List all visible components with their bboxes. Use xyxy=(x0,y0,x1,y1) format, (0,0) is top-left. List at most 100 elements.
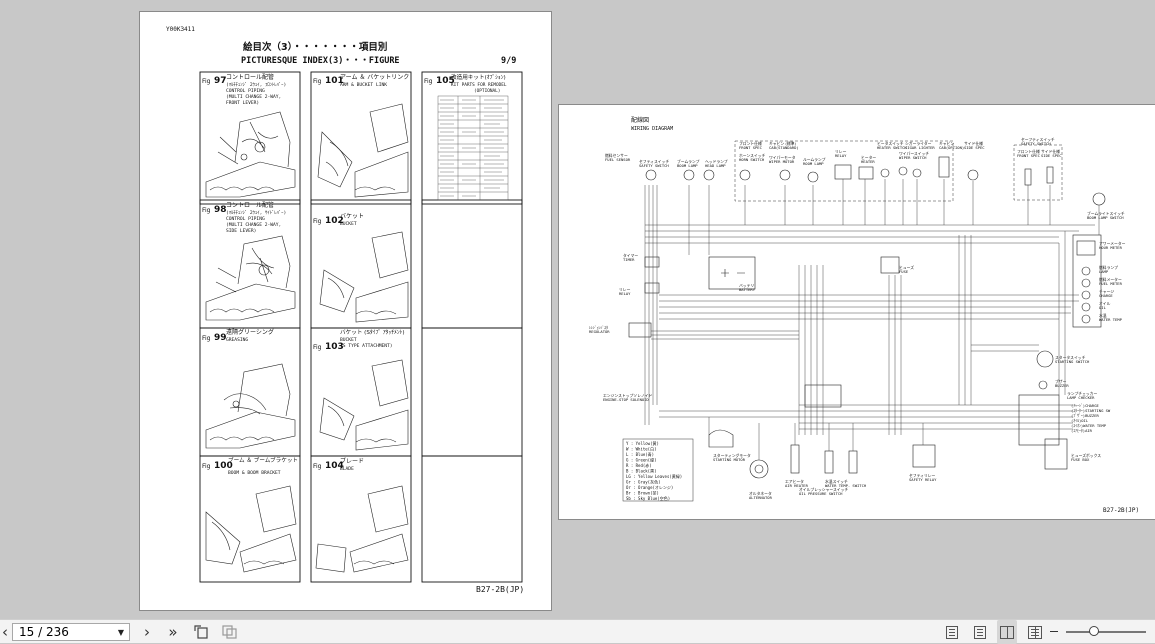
svg-text:Fig: Fig xyxy=(424,78,433,85)
figure-103[interactable]: Fig 103 バケット (Sﾀｲﾌﾟ ｱﾀｯﾁﾒﾝﾄ) BUCKET (S T… xyxy=(313,329,405,352)
kit-parts-table-drawing xyxy=(437,95,509,201)
figure-97[interactable]: Fig 97 コントロール配管 (ﾏﾙﾁﾁｪﾝｼﾞ 2ｳｪｲ, ﾌﾛﾝﾄﾚﾊﾞｰ… xyxy=(202,73,286,106)
svg-text:L : Blue(青): L : Blue(青) xyxy=(626,451,654,457)
svg-text:FUEL METER: FUEL METER xyxy=(1099,281,1123,286)
svg-text:(ｽﾀｰﾀｰ)STARTING SW: (ｽﾀｰﾀｰ)STARTING SW xyxy=(1071,408,1111,413)
prev-page-button[interactable]: ‹ xyxy=(0,620,10,644)
figure-104[interactable]: Fig 104 ブレード BLADE xyxy=(313,457,364,472)
svg-text:燃料メーター: 燃料メーター xyxy=(1099,277,1122,282)
svg-text:Fig: Fig xyxy=(202,335,211,342)
svg-text:BATTERY: BATTERY xyxy=(739,287,756,292)
svg-text:W : White(白): W : White(白) xyxy=(626,446,657,452)
svg-text:セフティリレー: セフティリレー xyxy=(909,473,936,478)
svg-text:タイマー: タイマー xyxy=(623,253,638,258)
svg-text:フロント仕様: フロント仕様 xyxy=(739,141,762,146)
svg-text:オイルプレッシャースイッチ: オイルプレッシャースイッチ xyxy=(799,487,848,492)
svg-text:アーム ＆ バケットリンク: アーム ＆ バケットリンク xyxy=(340,74,409,81)
svg-text:セフティスイッチ: セフティスイッチ xyxy=(639,159,669,164)
svg-text:HORN SWITCH: HORN SWITCH xyxy=(739,157,765,162)
svg-text:CIGAR LIGHTER: CIGAR LIGHTER xyxy=(905,145,935,150)
svg-text:Fig: Fig xyxy=(202,207,211,214)
svg-text:(ﾏﾙﾁﾁｪﾝｼﾞ 2ｳｪｲ, ｻｲﾄﾞﾚﾊﾞｰ): (ﾏﾙﾁﾁｪﾝｼﾞ 2ｳｪｲ, ｻｲﾄﾞﾚﾊﾞｰ) xyxy=(226,209,286,216)
svg-text:AIR HEATER: AIR HEATER xyxy=(785,483,809,488)
option-boxes xyxy=(734,140,1063,202)
svg-text:Fig: Fig xyxy=(313,344,322,351)
page-copy-icon xyxy=(222,625,237,639)
svg-text:100: 100 xyxy=(214,461,233,471)
continuous-view-button[interactable] xyxy=(971,620,989,644)
greasing-drawing xyxy=(205,363,296,449)
zoom-slider[interactable] xyxy=(1066,631,1146,633)
figure-101[interactable]: Fig 101 アーム ＆ バケットリンク ARM & BUCKET LINK xyxy=(313,74,409,88)
index-title-en: PICTURESQUE INDEX(3)・・・FIGURE xyxy=(241,56,400,66)
two-page-view-button[interactable] xyxy=(997,620,1017,644)
svg-text:コントロール配管: コントロール配管 xyxy=(226,201,274,209)
svg-text:GREASING: GREASING xyxy=(226,337,248,343)
svg-text:HEATER SWITCH: HEATER SWITCH xyxy=(877,145,907,150)
next-page-button[interactable]: › xyxy=(138,620,156,644)
doc-code: Y00K3411 xyxy=(166,26,195,33)
svg-text:ブレード: ブレード xyxy=(340,457,364,465)
svg-text:ルームランプ: ルームランプ xyxy=(803,157,826,162)
svg-text:Fig: Fig xyxy=(313,78,322,85)
svg-text:(ﾏﾙﾁﾁｪﾝｼﾞ 2ｳｪｲ, ﾌﾛﾝﾄﾚﾊﾞｰ): (ﾏﾙﾁﾁｪﾝｼﾞ 2ｳｪｲ, ﾌﾛﾝﾄﾚﾊﾞｰ) xyxy=(226,81,286,88)
svg-text:TIMER: TIMER xyxy=(623,257,635,262)
svg-text:セーフティスイッチ: セーフティスイッチ xyxy=(1021,137,1055,142)
page-wiring-diagram: 配線図 WIRING DIAGRAM 燃料センサー FUEL SENSOR セフ… xyxy=(558,104,1155,520)
svg-text:(ｽｲｵﾝ)WATER TEMP: (ｽｲｵﾝ)WATER TEMP xyxy=(1071,423,1107,428)
boom-bracket-drawing xyxy=(205,485,297,573)
figure-grid xyxy=(199,71,523,583)
last-page-button[interactable]: » xyxy=(163,620,183,644)
svg-text:REGULATOR: REGULATOR xyxy=(589,329,610,334)
document-viewport[interactable]: Y00K3411 絵目次（3）・・・・・・・項目別 PICTURESQUE IN… xyxy=(0,0,1155,619)
svg-text:FUSE BOX: FUSE BOX xyxy=(1071,457,1090,462)
figure-99[interactable]: Fig 99 遠隔グリーシング GREASING xyxy=(202,328,274,343)
svg-text:OIL: OIL xyxy=(1099,305,1107,310)
svg-text:Gr : Gray(灰色): Gr : Gray(灰色) xyxy=(626,479,661,485)
svg-text:フロント仕様: フロント仕様 xyxy=(1017,149,1040,154)
svg-text:FUEL SENSOR: FUEL SENSOR xyxy=(605,157,631,162)
single-page-view-button[interactable] xyxy=(943,620,961,644)
figure-105[interactable]: Fig 105 改造用キット(ｵﾌﾟｼｮﾝ) KIT PARTS FOR REM… xyxy=(424,73,507,94)
rotate-page-button[interactable] xyxy=(192,620,212,644)
svg-text:BUZZER: BUZZER xyxy=(1055,383,1069,388)
page-number-select[interactable]: 15 / 236 ▼ xyxy=(12,623,130,641)
figure-98[interactable]: Fig 98 コントロール配管 (ﾏﾙﾁﾁｪﾝｼﾞ 2ｳｪｲ, ｻｲﾄﾞﾚﾊﾞｰ… xyxy=(202,201,286,234)
svg-text:CONTROL PIPING: CONTROL PIPING xyxy=(226,216,265,222)
svg-text:RELAY: RELAY xyxy=(619,291,631,296)
svg-text:CAB(OPTION): CAB(OPTION) xyxy=(939,145,964,150)
svg-text:Fig: Fig xyxy=(313,463,322,470)
svg-text:ROOM LAMP: ROOM LAMP xyxy=(803,161,824,166)
footer-code: B27-2B(JP) xyxy=(476,585,524,594)
copy-page-button[interactable] xyxy=(220,620,240,644)
wire-color-legend: Y : Yellow(黄) W : White(白) L : Blue(青) G… xyxy=(622,438,694,502)
svg-text:SIDE SPEC: SIDE SPEC xyxy=(1041,153,1062,158)
page-picturesque-index: Y00K3411 絵目次（3）・・・・・・・項目別 PICTURESQUE IN… xyxy=(139,11,552,611)
svg-text:リレー: リレー xyxy=(835,149,847,154)
document-icon xyxy=(946,625,958,639)
component-symbols xyxy=(628,156,1106,479)
svg-text:CHARGE: CHARGE xyxy=(1099,293,1113,298)
svg-text:Br : Brown(茶): Br : Brown(茶) xyxy=(626,490,659,496)
svg-text:SAFETY SWITCH: SAFETY SWITCH xyxy=(1021,141,1051,146)
chevron-left-icon: ‹ xyxy=(2,623,8,641)
svg-text:LAMP: LAMP xyxy=(1099,269,1109,274)
svg-text:CAB(STANDARD): CAB(STANDARD) xyxy=(769,145,799,150)
component-labels: 燃料センサー FUEL SENSOR セフティスイッチ SAFETY SWITC… xyxy=(589,137,1126,500)
svg-text:(MULTI CHANGE 2-WAY,: (MULTI CHANGE 2-WAY, xyxy=(226,94,281,100)
two-page-icon xyxy=(1000,625,1014,639)
zoom-slider-handle[interactable] xyxy=(1089,626,1099,636)
figure-102[interactable]: Fig 102 バケット BUCKET xyxy=(313,213,364,227)
svg-text:エアヒータ: エアヒータ xyxy=(785,479,804,484)
two-page-continuous-icon xyxy=(1028,625,1042,639)
svg-text:水温: 水温 xyxy=(1099,313,1107,318)
svg-text:遠隔グリーシング: 遠隔グリーシング xyxy=(226,328,274,336)
svg-text:バッテリ: バッテリ xyxy=(739,283,754,288)
svg-text:(S TYPE ATTACHMENT): (S TYPE ATTACHMENT) xyxy=(340,343,393,349)
svg-text:B : Black(黒): B : Black(黒) xyxy=(626,469,657,474)
figure-100[interactable]: Fig 100 ブーム ＆ ブームブラケット BOOM & BOOM BRACK… xyxy=(202,456,298,476)
svg-text:サイド仕様: サイド仕様 xyxy=(964,141,983,146)
svg-text:オルタネータ: オルタネータ xyxy=(749,491,772,496)
zoom-out-icon[interactable] xyxy=(1050,631,1058,632)
two-page-continuous-view-button[interactable] xyxy=(1025,620,1045,644)
